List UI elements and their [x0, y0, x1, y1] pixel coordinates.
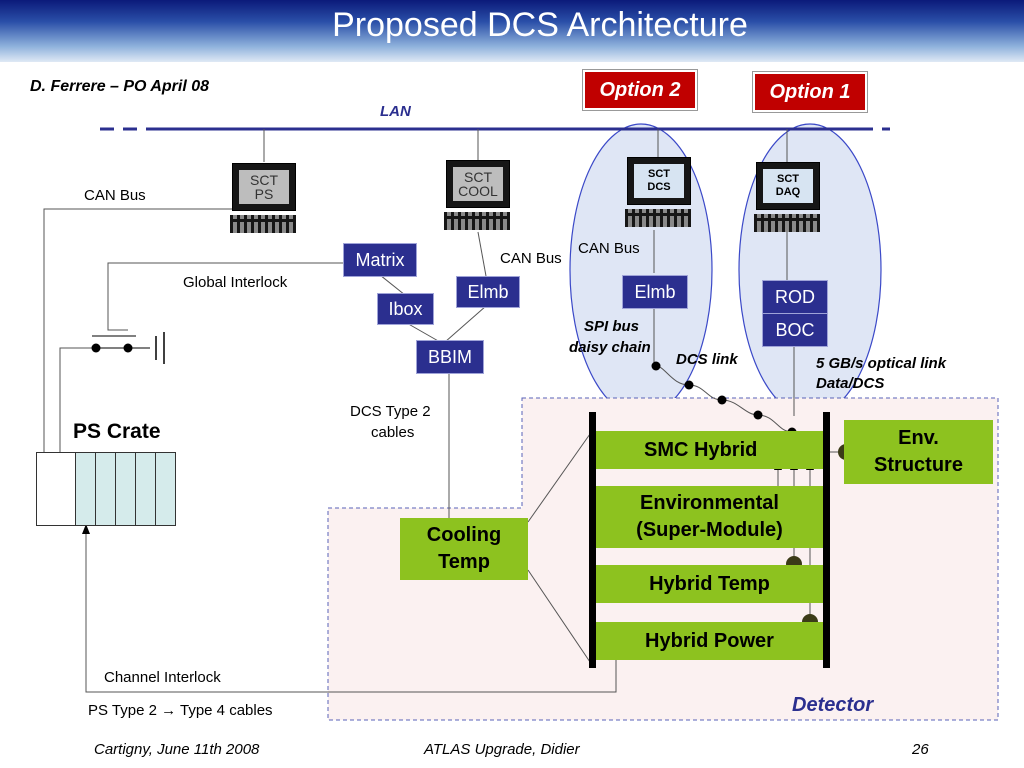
- cooling-temp-box: Cooling Temp: [400, 518, 528, 580]
- can-bus-label-dcs: CAN Bus: [578, 240, 640, 257]
- ibox-box: Ibox: [377, 293, 434, 325]
- computer-sct-cool-label: SCT COOL: [453, 167, 503, 201]
- detector-rail-left: [589, 412, 596, 668]
- elmb-box-dcs: Elmb: [622, 275, 688, 309]
- rod-box: ROD: [762, 280, 828, 314]
- global-interlock-label: Global Interlock: [183, 274, 288, 291]
- cooling-temp-line1: Cooling: [426, 524, 502, 546]
- footer-left: Cartigny, June 11th 2008: [94, 741, 260, 758]
- boc-box: BOC: [762, 313, 828, 347]
- dcs-link-label: DCS link: [676, 351, 738, 368]
- ps-crate-label: PS Crate: [73, 420, 161, 443]
- bbim-box: BBIM: [416, 340, 484, 374]
- detector-rail-right: [823, 412, 830, 668]
- computer-sct-ps-label: SCT PS: [239, 170, 289, 204]
- hybrid-temp-box: Hybrid Temp: [596, 565, 823, 603]
- dcs-type2-label-2: cables: [371, 424, 415, 441]
- author-label: D. Ferrere – PO April 08: [30, 78, 210, 95]
- title-bar: [0, 0, 1024, 62]
- page-title: Proposed DCS Architecture: [332, 6, 748, 44]
- env-structure-line1: Env.: [898, 427, 939, 449]
- ps-crate: [36, 452, 176, 526]
- elmb-box-cool: Elmb: [456, 276, 520, 308]
- daisy-chain-label: daisy chain: [569, 339, 651, 356]
- spi-bus-label: SPI bus: [584, 318, 640, 335]
- environmental-line1: Environmental: [640, 492, 779, 514]
- computer-sct-ps: SCT PS: [230, 163, 296, 235]
- env-structure-line2: Structure: [874, 454, 963, 476]
- optical-link-label: 5 GB/s optical link: [816, 355, 947, 372]
- ps-cables-label: PS Type 2 → Type 4 cables: [88, 702, 273, 719]
- option2-badge: Option 2: [583, 70, 697, 110]
- computer-sct-daq-label: SCT DAQ: [763, 169, 813, 203]
- computer-sct-cool: SCT COOL: [444, 160, 510, 232]
- environmental-box: Environmental (Super-Module): [596, 486, 823, 548]
- cooling-temp-line2: Temp: [438, 551, 490, 573]
- detector-region: [327, 397, 999, 721]
- footer-page-number: 26: [912, 741, 929, 758]
- matrix-box: Matrix: [343, 243, 417, 277]
- lan-label: LAN: [380, 103, 411, 120]
- env-structure-box: Env. Structure: [844, 420, 993, 484]
- computer-sct-dcs-label: SCT DCS: [634, 164, 684, 198]
- data-dcs-label: Data/DCS: [816, 375, 885, 392]
- detector-label: Detector: [792, 694, 874, 716]
- environmental-line2: (Super-Module): [636, 519, 783, 541]
- option1-badge: Option 1: [753, 72, 867, 112]
- computer-sct-daq: SCT DAQ: [754, 162, 820, 234]
- channel-interlock-label: Channel Interlock: [104, 669, 221, 686]
- can-bus-label-cool: CAN Bus: [500, 250, 562, 267]
- dcs-type2-label-1: DCS Type 2: [350, 403, 431, 420]
- smc-hybrid-box: SMC Hybrid: [596, 431, 823, 469]
- hybrid-power-box: Hybrid Power: [596, 622, 823, 660]
- can-bus-label-ps: CAN Bus: [84, 187, 146, 204]
- computer-sct-dcs: SCT DCS: [625, 157, 691, 229]
- footer-center: ATLAS Upgrade, Didier: [424, 741, 580, 758]
